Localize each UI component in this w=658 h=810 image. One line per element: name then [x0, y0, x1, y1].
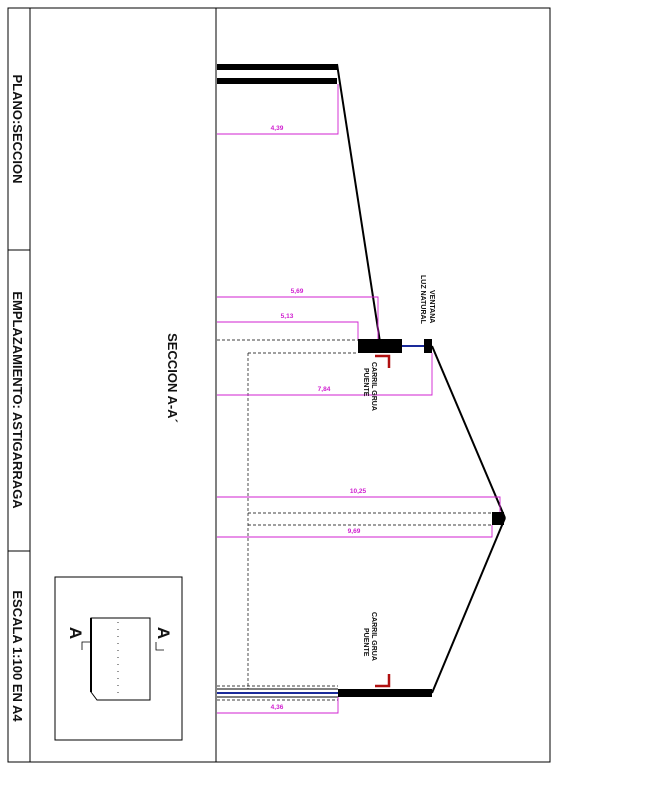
roof-line	[431, 345, 506, 519]
emplazamiento-label: EMPLAZAMIENTO: ASTIGARRAGA	[10, 291, 25, 509]
key-plan-building	[90, 617, 151, 701]
dimension-label: 4,36	[271, 704, 284, 711]
crane-rail-note-bottom: PUENTE	[362, 628, 369, 657]
section-arrow	[155, 642, 164, 651]
crane-beam-top	[358, 339, 402, 353]
section-mark-left: A	[66, 627, 85, 639]
crane-rail-note-top: CARRIL GRUA	[370, 362, 377, 411]
window-note: VENTANA	[428, 290, 435, 323]
section-mark-right: A	[154, 627, 173, 639]
dimension-lines	[217, 84, 501, 714]
dimension-label: 4,39	[271, 125, 284, 132]
crane-rail-top	[375, 354, 391, 368]
dimension-label: 5,69	[291, 288, 304, 295]
crane-rail-bottom	[375, 674, 391, 688]
key-plan: A A	[54, 576, 183, 741]
sheet-frame	[7, 7, 551, 763]
floor-slab-top	[217, 78, 337, 84]
dimension-label: 5,13	[281, 313, 294, 320]
dimension-label: 10,25	[350, 488, 367, 495]
wall-line	[336, 63, 381, 343]
crane-rail-note-top: PUENTE	[362, 368, 369, 397]
section-title: SECCION A-A´	[165, 333, 180, 423]
hidden-lines	[217, 339, 492, 701]
roof-line	[431, 517, 506, 694]
dimension-label: 7,84	[318, 386, 331, 393]
section-drawing: 4,39 5,69 5,13 7,84 10,25 9,69 4,36 VENT…	[217, 63, 506, 714]
plano-label: PLANO:SECCION	[10, 74, 25, 183]
crane-beam-bottom	[338, 689, 432, 697]
crane-rail-note-bottom: CARRIL GRUA	[370, 612, 377, 661]
window-post	[424, 339, 432, 353]
section-arrow	[81, 641, 90, 650]
escala-label: ESCALA 1:100 EN A4	[10, 590, 25, 722]
floor-slab-top	[217, 64, 337, 70]
ridge-block	[492, 512, 504, 525]
window-note: LUZ NATURAL	[419, 275, 426, 325]
dimension-label: 9,69	[348, 528, 361, 535]
key-plan-frame	[54, 576, 183, 741]
